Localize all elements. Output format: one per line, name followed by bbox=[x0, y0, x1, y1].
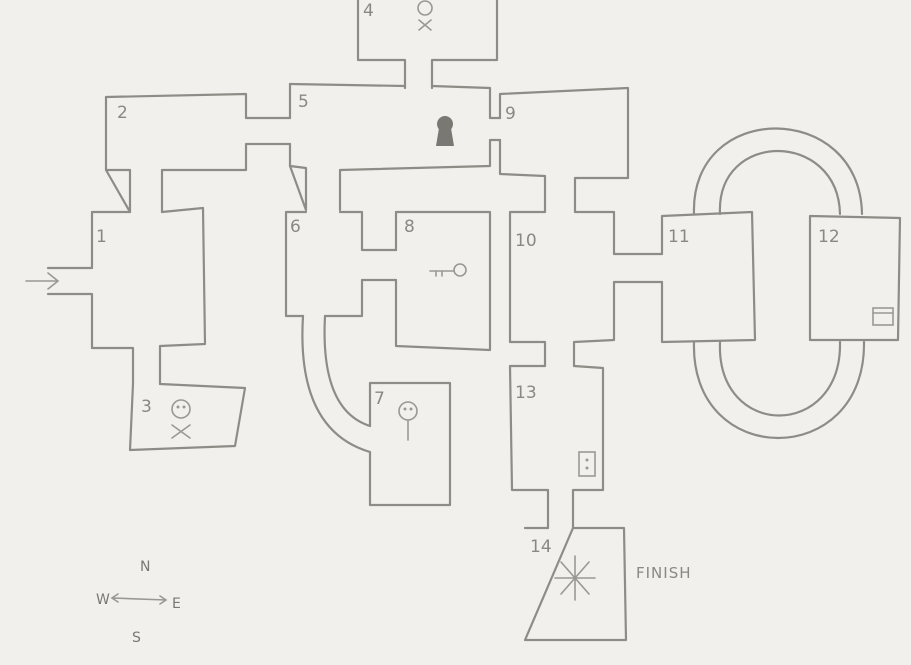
compass-east: E bbox=[172, 596, 181, 612]
room-13[interactable]: 13 bbox=[508, 364, 605, 530]
room-7-number: 7 bbox=[374, 389, 385, 409]
finish-label: FINISH bbox=[636, 564, 692, 582]
finish-star-icon bbox=[554, 555, 596, 601]
room-3[interactable]: 3 bbox=[128, 382, 247, 452]
room-13-number: 13 bbox=[515, 383, 537, 403]
room-2[interactable]: 2 bbox=[104, 92, 292, 214]
skull-icon bbox=[171, 399, 191, 439]
compass-arrows-icon bbox=[110, 593, 168, 605]
room-8-number: 8 bbox=[404, 217, 415, 237]
corridor-loop-11-12 bbox=[692, 127, 866, 439]
room-12[interactable]: 12 bbox=[808, 214, 902, 342]
compass-north: N bbox=[140, 559, 150, 575]
room-14[interactable]: 14 bbox=[523, 526, 628, 642]
room-9-number: 9 bbox=[505, 104, 516, 124]
room-14-number: 14 bbox=[530, 537, 552, 557]
room-6[interactable]: 6 bbox=[284, 210, 398, 318]
room-5[interactable]: 5 bbox=[288, 82, 502, 212]
compass-south: S bbox=[132, 630, 141, 646]
room-2-number: 2 bbox=[117, 103, 128, 123]
corridor-6-7 bbox=[301, 314, 372, 454]
chest-icon bbox=[872, 307, 894, 326]
room-8[interactable]: 8 bbox=[394, 210, 492, 352]
compass-west: W bbox=[96, 592, 110, 608]
room-7[interactable]: 7 bbox=[368, 381, 452, 507]
room-12-number: 12 bbox=[818, 227, 840, 247]
room-5-number: 5 bbox=[298, 92, 309, 112]
compass: N W E S bbox=[96, 559, 181, 646]
room-4[interactable]: 4 bbox=[356, 0, 499, 90]
room-11-number: 11 bbox=[668, 227, 690, 247]
room-1[interactable]: 1 bbox=[46, 206, 207, 386]
entrance-arrow-icon bbox=[25, 272, 60, 290]
room-11[interactable]: 11 bbox=[660, 210, 757, 344]
room-10[interactable]: 10 bbox=[508, 210, 664, 368]
lamp-icon bbox=[417, 0, 433, 31]
room-1-number: 1 bbox=[96, 227, 107, 247]
room-6-number: 6 bbox=[290, 217, 301, 237]
key-icon bbox=[429, 263, 467, 277]
room-4-number: 4 bbox=[363, 1, 374, 21]
door-icon bbox=[578, 451, 596, 477]
room-9[interactable]: 9 bbox=[498, 86, 630, 214]
keyhole-icon bbox=[436, 116, 454, 146]
room-10-number: 10 bbox=[515, 231, 537, 251]
skull-icon bbox=[398, 401, 418, 441]
room-3-number: 3 bbox=[141, 397, 152, 417]
